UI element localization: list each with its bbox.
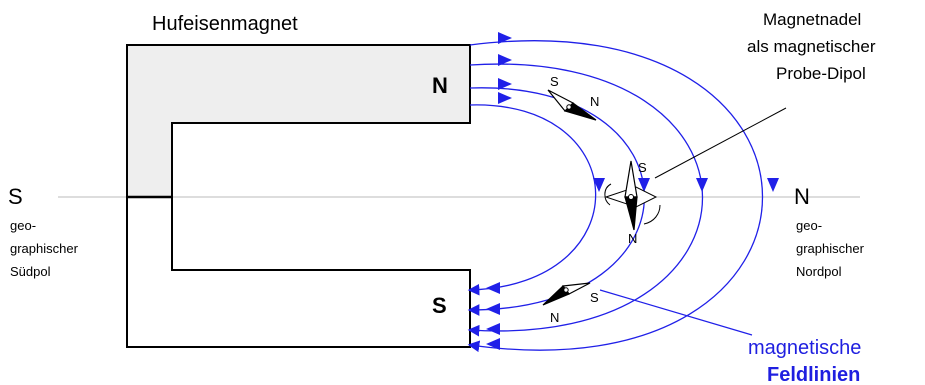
field-arrow-2-bot (486, 303, 500, 315)
field-arrow-3-bot (486, 323, 500, 335)
geo-north-letter: N (794, 184, 810, 209)
magnet-title: Hufeisenmagnet (152, 13, 298, 35)
magnet-south-arm (127, 197, 470, 347)
needle-mid-s: S (638, 160, 647, 175)
field-arrow-1-top (498, 92, 512, 104)
geo-north-line2: graphischer (796, 241, 865, 256)
needle-mid-n: N (628, 231, 637, 246)
compass-needle-top (548, 90, 596, 120)
geo-north-line1: geo- (796, 218, 822, 233)
pole-north-label: N (432, 73, 448, 98)
compass-needle-middle (605, 161, 660, 230)
field-label-line2: Feldlinien (767, 364, 860, 385)
geo-north-line3: Nordpol (796, 264, 842, 279)
field-label-line1: magnetische (748, 337, 861, 359)
needle-bot-s: S (590, 290, 599, 305)
probe-text-line1: Magnetnadel (763, 10, 861, 29)
field-leader-line (600, 290, 752, 335)
field-arrow-3-mid (696, 178, 708, 192)
pole-south-label: S (432, 293, 447, 318)
geo-south-line2: graphischer (10, 241, 79, 256)
probe-text-line3: Probe-Dipol (776, 64, 866, 83)
needle-top-s: S (550, 74, 559, 89)
needle-top-n: N (590, 94, 599, 109)
geo-south-letter: S (8, 184, 23, 209)
compass-needle-bottom (543, 283, 590, 305)
needle-bot-n: N (550, 310, 559, 325)
magnet-north-arm (127, 45, 470, 197)
geo-south-line3: Südpol (10, 264, 51, 279)
geo-south-line1: geo- (10, 218, 36, 233)
field-arrow-1-bot (486, 282, 500, 294)
field-arrow-4-mid (767, 178, 779, 192)
probe-leader-line (655, 108, 786, 178)
field-line-3 (470, 64, 703, 331)
probe-text-line2: als magnetischer (747, 37, 876, 56)
